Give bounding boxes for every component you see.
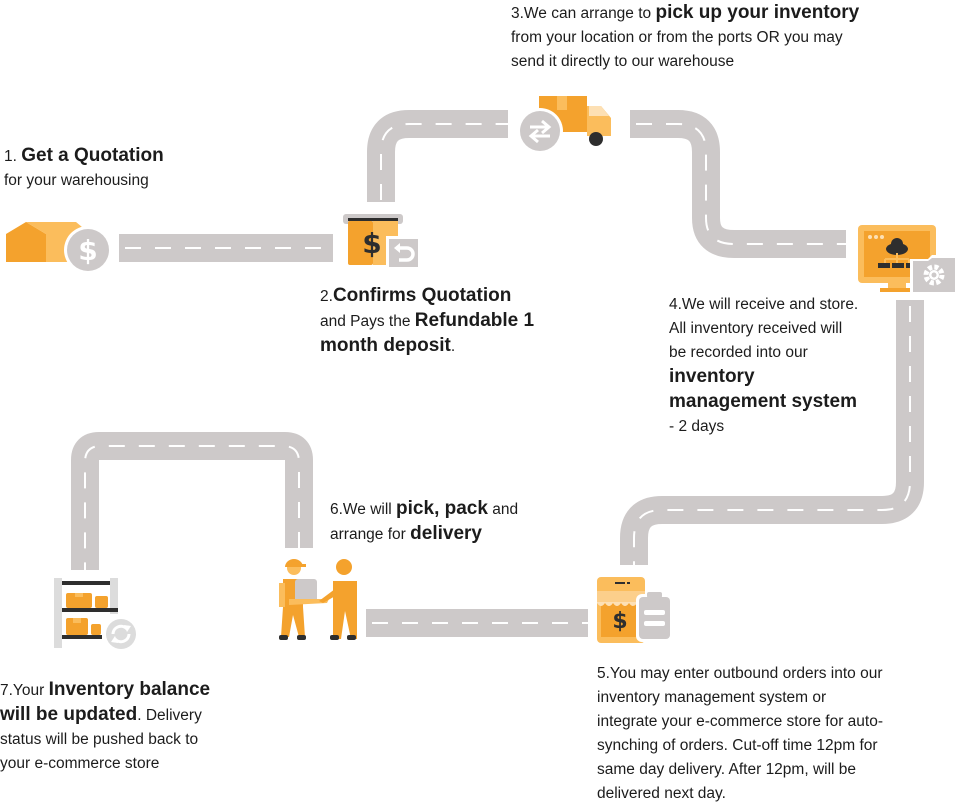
step-body-text: delivered next day. [597, 785, 726, 802]
step-5-text: 5.You may enter outbound orders into our… [597, 662, 957, 806]
step-body-text: . [450, 338, 456, 355]
step-body-text: synching of orders. Cut-off time 12pm fo… [597, 737, 878, 754]
step-highlight-text: Get a Quotation [21, 145, 164, 166]
road-segment-6-7 [71, 432, 313, 570]
step-2-text: 2.Confirms Quotation and Pays the Refund… [320, 284, 540, 359]
step-body-text: and [487, 501, 519, 518]
step-body-text: same day delivery. After 12pm, will be [597, 761, 857, 778]
step-7-text: 7.Your Inventory balance will be updated.… [0, 678, 240, 776]
step-body-text: . Delivery [137, 707, 202, 724]
step-highlight-text: pick, pack [396, 498, 488, 519]
road-segment-2-3 [367, 110, 508, 202]
step-highlight-text: Refundable 1 month deposit [320, 310, 535, 356]
step-body-text: 5.You may enter outbound orders into our [597, 665, 883, 682]
step-body-text: from your location or from the ports OR … [511, 29, 843, 46]
step-body-text: integrate your e-commerce store for auto… [597, 713, 884, 730]
truck-exchange-icon [517, 96, 611, 154]
step-body-text: arrange for [330, 526, 411, 543]
step-body-text: your e-commerce store [0, 755, 160, 772]
svg-text:$: $ [612, 609, 627, 634]
step-highlight-text: will be updated [0, 704, 138, 725]
step-body-text: 1. [4, 148, 22, 165]
shelf-sync-icon [54, 578, 139, 652]
step-highlight-text: Confirms Quotation [332, 285, 512, 306]
step-body-text: 6.We will [330, 501, 397, 518]
step-body-text: - 2 days [669, 418, 725, 435]
payment-refund-icon: $ [343, 214, 420, 268]
step-body-text: 7.Your [0, 682, 49, 699]
warehouse-dollar-icon: $ [6, 222, 112, 274]
step-highlight-text: management system [669, 391, 857, 412]
step-body-text: and Pays the [320, 313, 415, 330]
step-highlight-text: inventory [669, 366, 755, 387]
step-highlight-text: delivery [410, 523, 482, 544]
step-body-text: inventory management system or [597, 689, 827, 706]
step-body-text: All inventory received will [669, 320, 843, 337]
step-1-text: 1. Get a Quotation for your warehousing [4, 144, 224, 193]
step-body-text: for your warehousing [4, 172, 149, 189]
step-3-text: 3.We can arrange to pick up your invento… [511, 1, 931, 74]
step-body-text: status will be pushed back to [0, 731, 199, 748]
step-highlight-text: pick up your inventory [655, 2, 860, 23]
step-body-text: be recorded into our [669, 344, 808, 361]
step-4-text: 4.We will receive and store. All inventor… [669, 293, 889, 439]
step-body-text: 4.We will receive and store. [669, 296, 859, 313]
road-segment-3-4 [630, 110, 846, 258]
svg-text:$: $ [78, 234, 97, 267]
step-body-text: send it directly to our warehouse [511, 53, 735, 70]
shop-clipboard-icon: $ [597, 577, 673, 643]
step-6-text: 6.We will pick, pack and arrange for deli… [330, 497, 570, 547]
step-body-text: 2. [320, 288, 333, 305]
monitor-cloud-settings-icon [858, 225, 958, 295]
svg-text:$: $ [362, 227, 381, 260]
people-handover-icon [279, 559, 357, 640]
step-highlight-text: Inventory balance [48, 679, 211, 700]
step-body-text: 3.We can arrange to [511, 5, 656, 22]
